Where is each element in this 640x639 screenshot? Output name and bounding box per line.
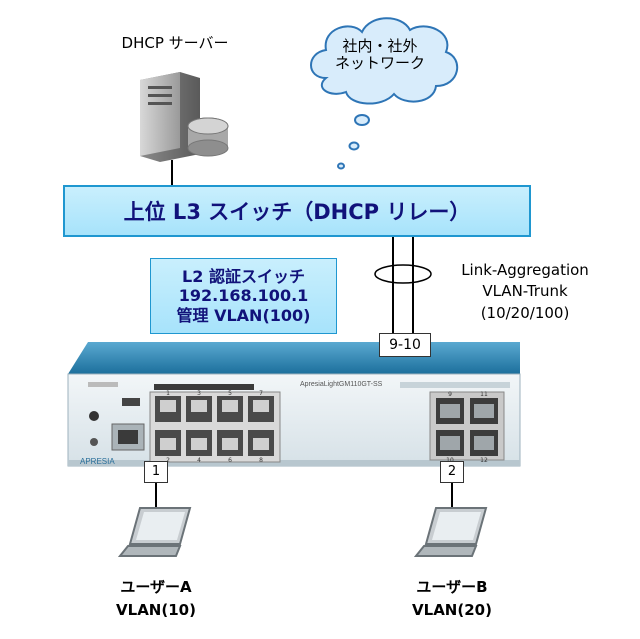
sfp-port-number: 11: [480, 391, 488, 398]
l2-switch-device: APRESIA ApresiaLightGM110GT-SS 1 3 5 7 2 4 6 8 9…: [67, 342, 521, 467]
l3-switch-label: 上位 L3 スイッチ（DHCP リレー）: [123, 200, 471, 224]
l2-switch-ip: 192.168.100.1: [178, 286, 309, 306]
user-b-vlan: VLAN(20): [412, 601, 492, 620]
rj45-port-number: 5: [228, 390, 232, 397]
cloud-label: 社内・社外 ネットワーク: [320, 37, 440, 73]
user-a-vlan: VLAN(10): [116, 601, 196, 620]
uplink-label-line2: VLAN-Trunk: [482, 282, 568, 301]
user-b-laptop-icon: [414, 507, 488, 557]
sfp-port-number: 12: [480, 457, 488, 464]
lag-bundle-ellipse: [374, 264, 432, 284]
l2-switch-info-box: L2 認証スイッチ 192.168.100.1 管理 VLAN(100): [150, 258, 337, 334]
port-2-label: 2: [440, 461, 464, 483]
uplink-label-line3: (10/20/100): [480, 303, 570, 322]
user-a-label: ユーザーA VLAN(10): [96, 576, 216, 623]
uplink-label: Link-Aggregation VLAN-Trunk (10/20/100): [440, 261, 610, 322]
uplink-ports-label: 9-10: [379, 333, 431, 357]
rj45-port-number: 7: [259, 390, 263, 397]
user-b-name: ユーザーB: [416, 578, 488, 596]
sfp-port-number: 9: [448, 391, 452, 398]
rj45-port-number: 1: [166, 390, 170, 397]
l2-switch-mgmt-vlan: 管理 VLAN(100): [176, 305, 311, 325]
model-text: ApresiaLightGM110GT-SS: [300, 381, 383, 388]
rj45-port-number: 4: [197, 457, 201, 464]
rj45-port-number: 8: [259, 457, 263, 464]
rj45-port-number: 3: [197, 390, 201, 397]
user-a-laptop-icon: [118, 507, 192, 557]
brand-text: APRESIA: [80, 457, 115, 466]
port-1-label: 1: [144, 461, 168, 483]
sfp-port-number: 10: [446, 457, 454, 464]
user-a-name: ユーザーA: [120, 578, 192, 596]
rj45-port-number: 6: [228, 457, 232, 464]
user-b-label: ユーザーB VLAN(20): [392, 576, 512, 623]
dhcp-server-label: DHCP サーバー: [121, 34, 229, 52]
cloud-label-line1: 社内・社外: [342, 37, 418, 55]
l3-switch-box: 上位 L3 スイッチ（DHCP リレー）: [63, 185, 531, 237]
uplink-label-line1: Link-Aggregation: [461, 261, 589, 279]
l2-switch-name: L2 認証スイッチ: [182, 266, 305, 286]
cloud-icon: [310, 17, 459, 170]
rj45-port-number: 2: [166, 457, 170, 464]
server-icon: [140, 72, 229, 162]
cloud-label-line2: ネットワーク: [334, 54, 425, 73]
